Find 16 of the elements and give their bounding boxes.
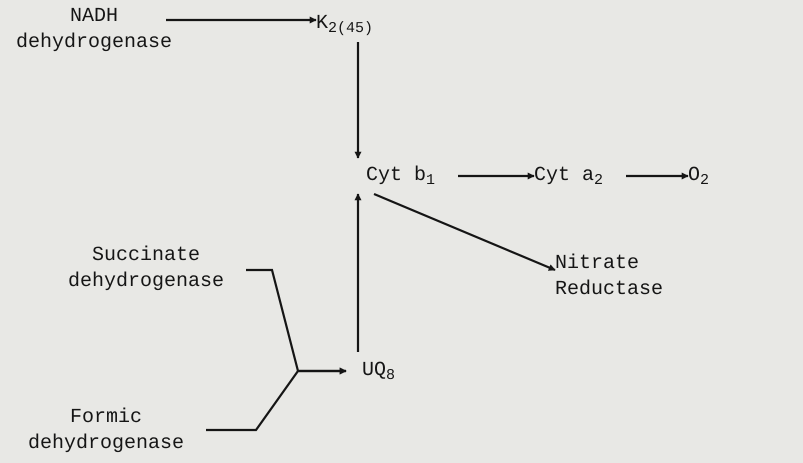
arrow	[626, 172, 689, 180]
node-label: Cyt b$_{1}$	[346, 158, 458, 194]
arrow	[354, 42, 362, 159]
arrow	[354, 193, 362, 352]
node-label: Nitrate Reductase	[555, 250, 685, 304]
node-label: UQ$_{8}$	[346, 352, 420, 390]
node-label: Succinate dehydrogenase	[40, 242, 252, 296]
node-label: K$_{2(45)}$	[316, 6, 390, 42]
node-label: Cyt a$_{2}$	[534, 158, 626, 194]
node-label: NADH dehydrogenase	[14, 4, 174, 56]
node-label: Formic dehydrogenase	[0, 404, 212, 458]
arrow	[166, 16, 317, 24]
arrow	[374, 192, 556, 272]
node-label: O$_{2}$	[688, 158, 732, 194]
arrow	[206, 368, 347, 432]
arrow	[458, 172, 535, 180]
